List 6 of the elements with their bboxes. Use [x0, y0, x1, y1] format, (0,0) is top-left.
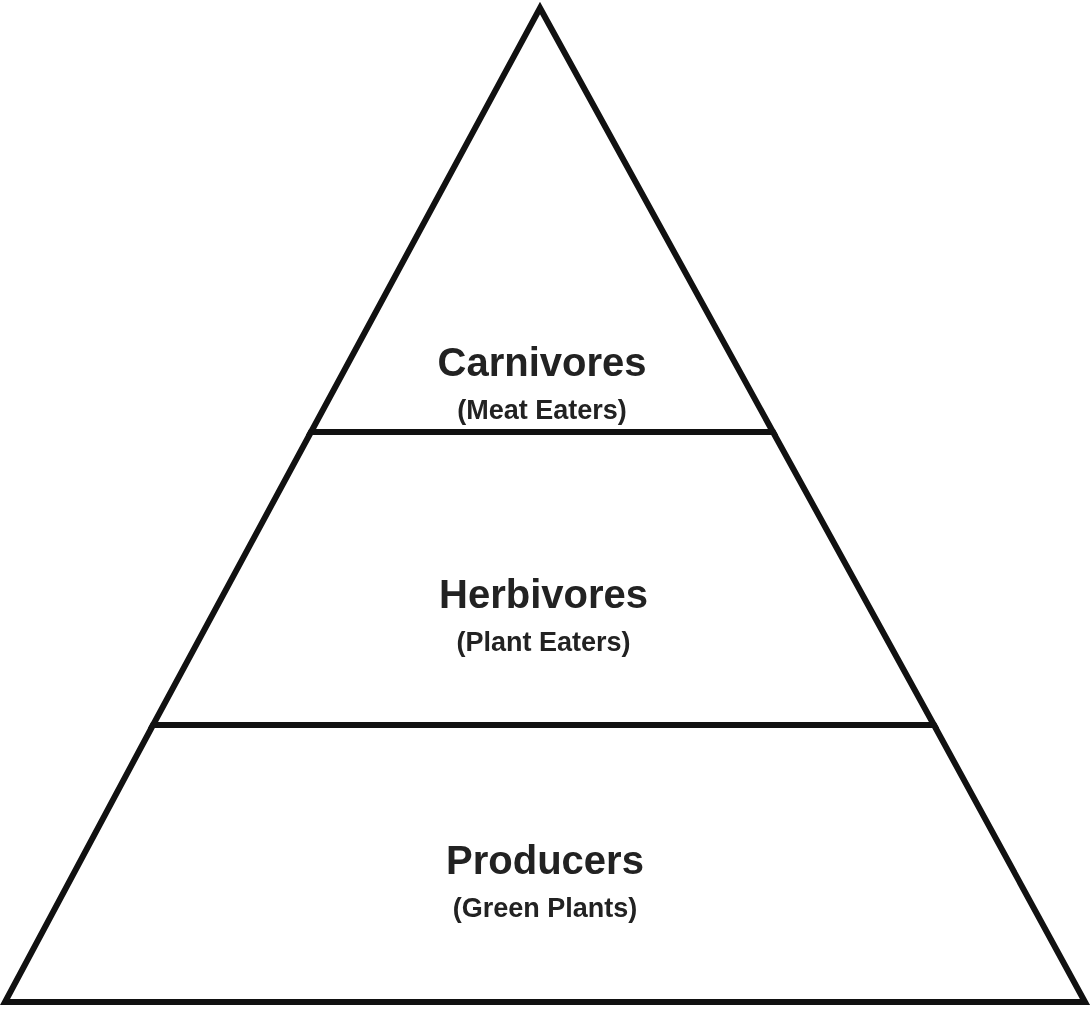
tier-description: (Green Plants)	[452, 892, 638, 925]
tier-heading: Herbivores	[439, 572, 648, 616]
tier-heading: Producers	[446, 838, 644, 882]
tier-heading: Carnivores	[437, 340, 647, 384]
tier-description: (Meat Eaters)	[457, 394, 627, 427]
tier-description: (Plant Eaters)	[456, 626, 631, 659]
